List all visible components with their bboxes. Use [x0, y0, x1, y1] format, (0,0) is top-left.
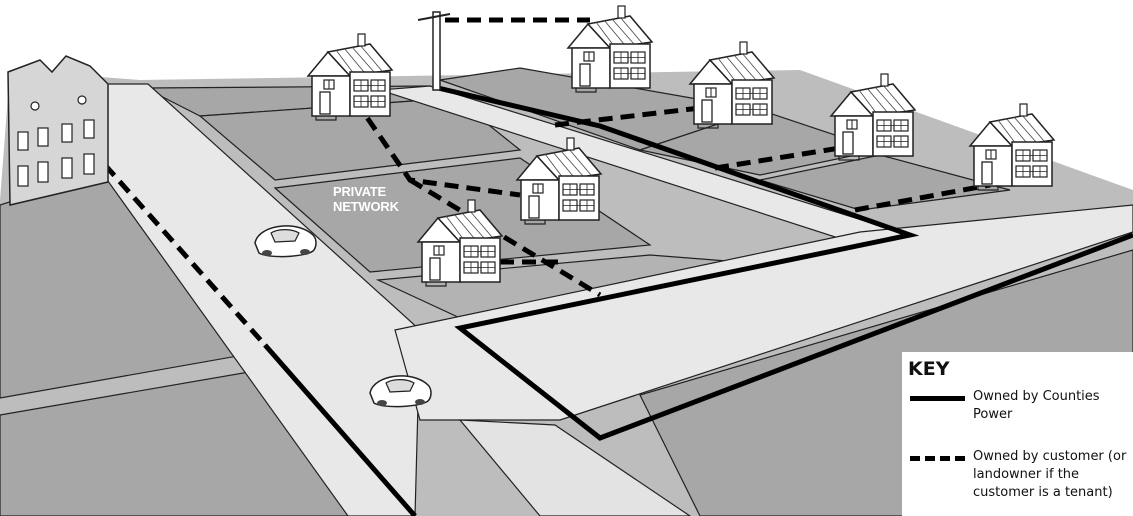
key-text-dashed: Owned by customer (or landowner if the c…	[973, 448, 1133, 502]
house-icon	[690, 42, 774, 128]
key-title: KEY	[908, 358, 949, 380]
house-icon	[308, 34, 392, 120]
private-network-label: PRIVATE NETWORK	[333, 184, 399, 214]
car-icon	[370, 376, 431, 407]
dashed-line-swatch	[910, 456, 965, 461]
car-icon	[255, 226, 316, 257]
key-row-dashed: Owned by customer (or landowner if the c…	[910, 448, 1133, 502]
solid-line-swatch	[910, 396, 965, 401]
private-label-line-2: NETWORK	[333, 199, 399, 214]
private-label-line-1: PRIVATE	[333, 184, 399, 199]
key-legend: KEY Owned by Counties Power Owned by cus…	[902, 352, 1133, 516]
townhouse-icon	[8, 56, 108, 205]
key-text-solid: Owned by Counties Power	[973, 388, 1133, 424]
key-row-solid: Owned by Counties Power	[910, 388, 1133, 424]
house-icon	[970, 104, 1054, 190]
